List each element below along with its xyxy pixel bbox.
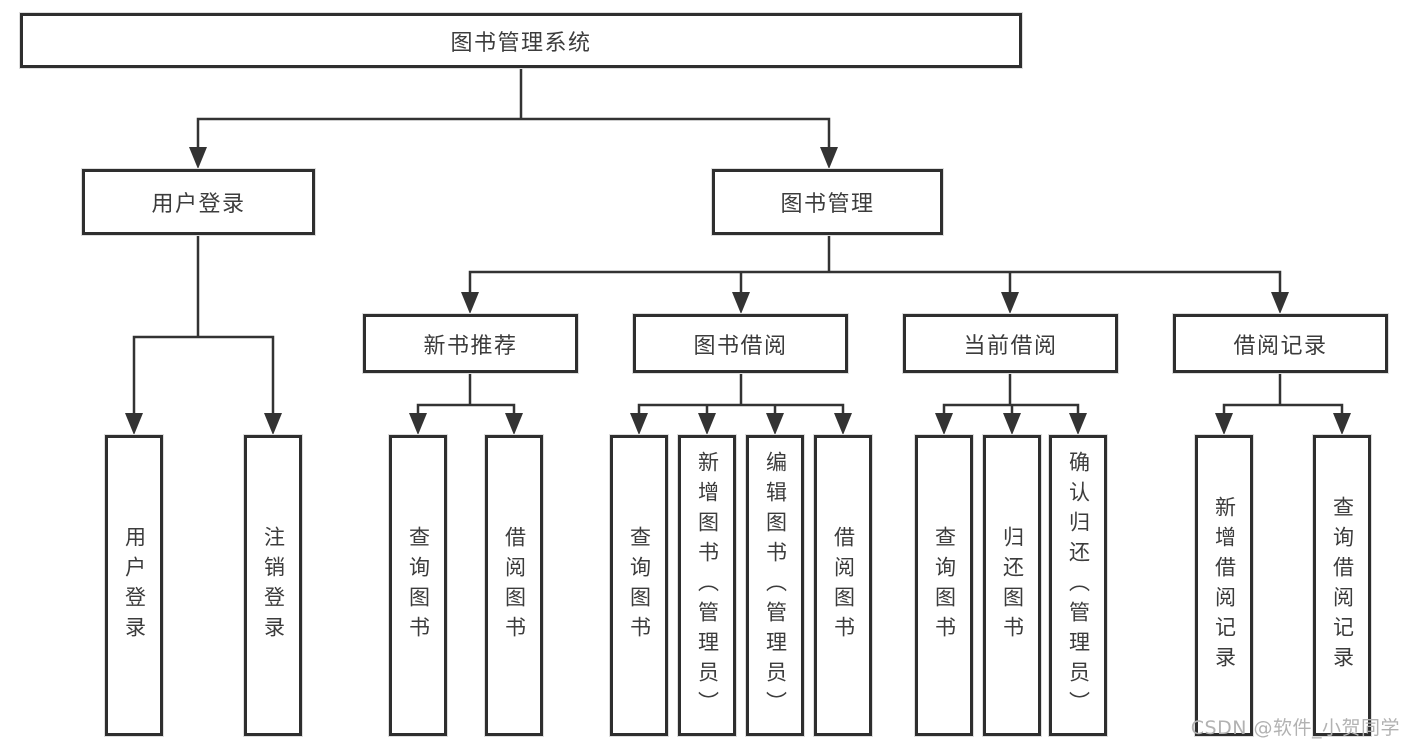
node-library-management-system: 图书管理系统 — [20, 13, 1022, 68]
arrowhead-icon — [732, 292, 750, 314]
leaf-confirm-return-admin: 确认归还（管理员） — [1049, 435, 1107, 736]
leaf-edit-book-admin: 编辑图书（管理员） — [746, 435, 804, 736]
node-new-book-recommend: 新书推荐 — [363, 314, 578, 373]
arrowhead-icon — [1215, 413, 1233, 435]
node-user-login-group: 用户登录 — [82, 169, 315, 235]
arrowhead-icon — [820, 147, 838, 169]
leaf-query-books-current: 查询图书 — [915, 435, 973, 736]
arrowhead-icon — [409, 413, 427, 435]
arrowhead-icon — [1271, 292, 1289, 314]
arrowhead-icon — [834, 413, 852, 435]
leaf-return-book: 归还图书 — [983, 435, 1041, 736]
node-current-borrowing: 当前借阅 — [903, 314, 1118, 373]
leaf-query-books-borrowing: 查询图书 — [610, 435, 668, 736]
leaf-query-books-recommend: 查询图书 — [389, 435, 447, 736]
arrowhead-icon — [189, 147, 207, 169]
arrowhead-icon — [630, 413, 648, 435]
arrowhead-icon — [461, 292, 479, 314]
leaf-logout: 注销登录 — [244, 435, 302, 736]
arrowhead-icon — [1001, 292, 1019, 314]
arrowhead-icon — [698, 413, 716, 435]
node-book-management: 图书管理 — [712, 169, 943, 235]
node-borrowing-records: 借阅记录 — [1173, 314, 1388, 373]
leaf-borrow-books-borrowing: 借阅图书 — [814, 435, 872, 736]
arrowhead-icon — [264, 413, 282, 435]
leaf-borrow-books-recommend: 借阅图书 — [485, 435, 543, 736]
leaf-user-login: 用户登录 — [105, 435, 163, 736]
arrowhead-icon — [1333, 413, 1351, 435]
arrowhead-icon — [125, 413, 143, 435]
csdn-watermark: CSDN @软件_小贺同学 — [1190, 717, 1400, 739]
arrowhead-icon — [766, 413, 784, 435]
arrowhead-icon — [505, 413, 523, 435]
arrowheads — [125, 147, 1351, 435]
leaf-query-borrow-record: 查询借阅记录 — [1313, 435, 1371, 736]
arrowhead-icon — [1003, 413, 1021, 435]
arrowhead-icon — [1069, 413, 1087, 435]
connector-path — [132, 68, 1344, 414]
leaf-add-book-admin: 新增图书（管理员） — [678, 435, 736, 736]
leaf-add-borrow-record: 新增借阅记录 — [1195, 435, 1253, 736]
arrowhead-icon — [935, 413, 953, 435]
node-book-borrowing: 图书借阅 — [633, 314, 848, 373]
